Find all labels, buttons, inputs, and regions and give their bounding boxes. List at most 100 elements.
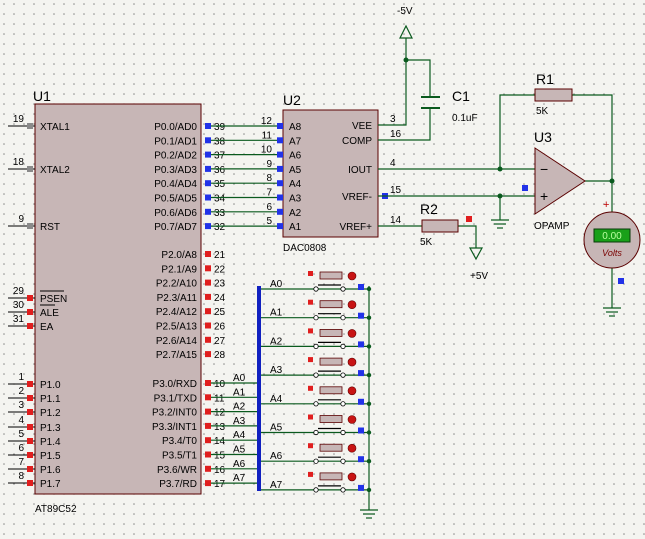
switch-net-label: A6: [270, 451, 283, 462]
u2-body[interactable]: [282, 109, 379, 238]
u1-pin-name: P1.1: [40, 394, 61, 405]
switch-row-a6[interactable]: A6: [261, 443, 372, 464]
switch-contact: [313, 315, 319, 321]
u2-output-pin-vref[interactable]: VREF+14: [339, 215, 401, 233]
u1-pin-name: P0.7/AD7: [154, 222, 197, 233]
u1-pin-number: 9: [18, 214, 24, 225]
u2-pin-name: A1: [289, 222, 302, 233]
u1-pin-p1-6[interactable]: 7P1.6: [8, 457, 61, 476]
pos-supply[interactable]: +5V: [468, 247, 488, 282]
neg-supply[interactable]: -5V: [397, 6, 413, 39]
u2-pin-name: VREF+: [339, 222, 372, 233]
u1-pin-name: P3.7/RD: [159, 479, 197, 490]
pin-marker: [358, 456, 364, 463]
u1-pin-number: 30: [13, 300, 25, 311]
u2-input-pin-a3[interactable]: 7A3: [266, 188, 301, 205]
u1-pin-name: P1.4: [40, 437, 61, 448]
pin-marker: [308, 414, 313, 420]
r1-resistor[interactable]: R1 5K: [534, 71, 573, 117]
pull-resistor: [319, 472, 343, 481]
u1-pin-number: 5: [18, 429, 24, 440]
switch-row-a2[interactable]: A2: [261, 328, 372, 349]
u1-pin-p1-2[interactable]: 3P1.2: [8, 400, 61, 419]
pin-marker: [358, 427, 364, 434]
switch-row-a0[interactable]: A0: [261, 271, 372, 292]
switch-net-label: A2: [270, 336, 283, 347]
switch-row-a4[interactable]: A4: [261, 385, 372, 407]
pin-marker: [308, 385, 313, 391]
switch-net-label: A5: [270, 423, 283, 434]
switch-knob: [347, 329, 357, 338]
switch-row-a3[interactable]: A3: [261, 357, 372, 378]
u2-input-pin-a2[interactable]: 6A2: [266, 202, 301, 219]
u1-pin-number: 34: [214, 194, 226, 205]
u1-body[interactable]: [34, 103, 202, 495]
u1-pin-name: P1.5: [40, 451, 61, 462]
u2-input-pin-a5[interactable]: 9A5: [266, 159, 301, 176]
switch-row-a5[interactable]: A5: [261, 414, 372, 436]
u1-pin-name: P3.3/INT1: [152, 422, 197, 433]
switch-row-a7[interactable]: A7: [261, 471, 372, 493]
junction-dot: [609, 178, 615, 184]
u1-pin-p1-0[interactable]: 1P1.0: [8, 372, 61, 391]
u1-pin-p1-5[interactable]: 6P1.5: [8, 443, 61, 462]
u1-pin-name: XTAL1: [40, 122, 70, 133]
c1-capacitor[interactable]: C1 0.1uF: [421, 88, 478, 124]
voltmeter[interactable]: 0.00 Volts +: [583, 199, 641, 269]
u3-opamp[interactable]: − + U3 OPAMP: [534, 129, 586, 232]
switch-row-a1[interactable]: A1: [261, 299, 372, 321]
u1-pin-name: P2.6/A14: [156, 336, 198, 347]
switch-contact: [340, 343, 346, 349]
u2-pin-number: 16: [390, 129, 402, 140]
u2-input-pin-a1[interactable]: 5A1: [266, 216, 301, 233]
u1-pin-name: P3.4/T0: [162, 436, 197, 447]
u1-pin-p1-4[interactable]: 5P1.4: [8, 429, 61, 448]
u1-pin-p1-3[interactable]: 4P1.3: [8, 415, 61, 434]
switch-net-label: A7: [270, 480, 283, 491]
u2-input-pin-a4[interactable]: 8A4: [266, 173, 301, 190]
r2-resistor[interactable]: R2 5K: [420, 201, 459, 248]
u1-pin-p1-7[interactable]: 8P1.7: [8, 471, 61, 490]
junction-dot: [497, 166, 503, 172]
pull-resistor: [319, 271, 343, 280]
u1-pin-p1-1[interactable]: 2P1.1: [8, 386, 61, 405]
